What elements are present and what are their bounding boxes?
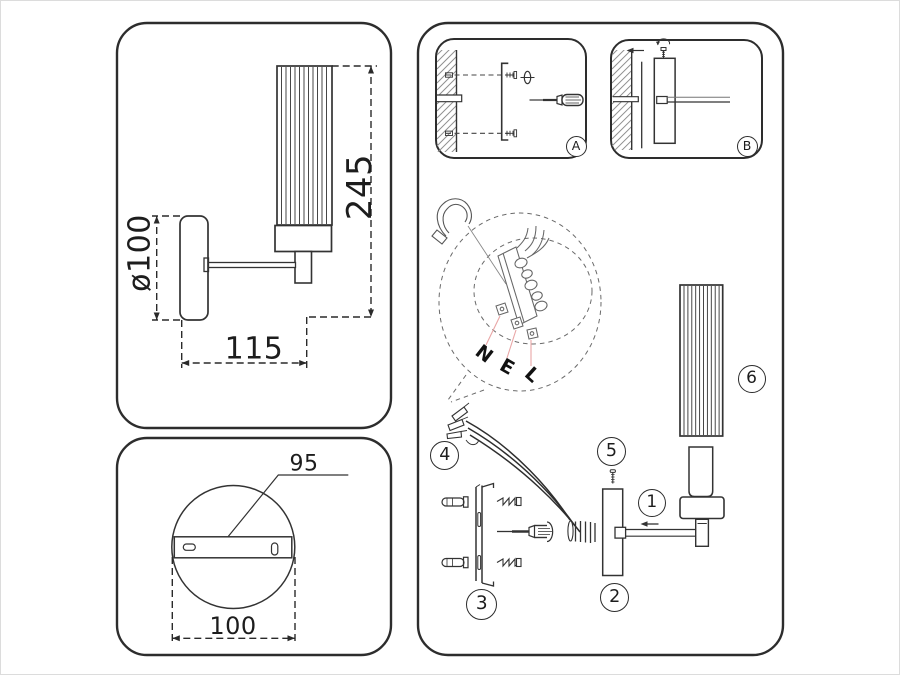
arm (207, 261, 297, 269)
wall-hatching-a (437, 50, 457, 152)
wiring-callout (431, 198, 602, 403)
socket-cylinder (688, 446, 714, 498)
screwdriver (497, 521, 554, 543)
small-screw (609, 469, 616, 484)
alignment-dashes-a (446, 74, 509, 134)
canopy-rear-view (171, 474, 349, 610)
step-b-drawing (612, 38, 730, 150)
base-view-dimension-lines (171, 557, 296, 643)
part-6-badge: 6 (737, 364, 766, 393)
dim-diameter-label: ø100 (122, 214, 158, 292)
part-5-badge: 5 (597, 436, 626, 466)
part-1-badge: 1 (637, 488, 666, 517)
wall-anchors (441, 496, 469, 569)
dim-height-label: 245 (340, 153, 380, 221)
bracket-slot-left (182, 543, 196, 551)
wire-letter-leaders (485, 315, 532, 366)
step-a-drawing (437, 50, 584, 152)
outlet-box-a (437, 94, 463, 103)
ribbed-shade (679, 284, 724, 437)
step-a-badge: A (565, 135, 587, 157)
step-b-badge: B (736, 135, 758, 157)
mounting-screws (496, 496, 522, 568)
terminal-block (495, 225, 550, 340)
shade-ribs (281, 67, 327, 224)
push-arrow-head-b (626, 47, 634, 54)
bracket-and-screws-a (445, 62, 535, 141)
outlet-box-b (613, 96, 639, 103)
part-3-badge: 3 (466, 588, 498, 620)
arm-boss-b (656, 95, 668, 105)
mounting-hardware (441, 482, 554, 587)
install-panel (416, 21, 785, 657)
sconce-side-view (179, 65, 333, 321)
ribbed-shade-lines (683, 286, 720, 435)
side-view-panel (115, 21, 393, 430)
insert-arrow-head (640, 521, 648, 527)
shade-assembly (679, 284, 725, 520)
base-view-panel (115, 436, 393, 657)
bracket-leader-line (227, 474, 349, 538)
dim-base-label: 100 (209, 612, 257, 640)
top-screw-b (655, 38, 671, 59)
callout-inner-circle (473, 237, 593, 345)
mounting-bracket-front (173, 536, 293, 559)
base-plate-assembly (601, 469, 710, 577)
part-4-badge: 4 (430, 441, 460, 471)
mounting-bracket-side (475, 482, 495, 587)
base-view-dimension-arrows (172, 635, 295, 642)
side-view-dimension-arrows (153, 66, 374, 366)
canopy-circle (171, 484, 296, 610)
wire-harness (446, 402, 596, 543)
shade-outline (276, 65, 333, 226)
ground-wire-hook (431, 198, 472, 245)
dim-bracket-label: 95 (289, 451, 319, 477)
callout-tail (447, 374, 485, 403)
dim-depth-label: 115 (224, 331, 284, 367)
screwdriver-a (529, 93, 584, 107)
bracket-slot-right (270, 542, 279, 556)
coil-connector (567, 520, 596, 543)
callout-bubble (438, 212, 602, 392)
stem-block (294, 250, 313, 284)
arm-boss (614, 526, 627, 539)
side-view-dimension-lines (152, 65, 377, 368)
wall-hatching-b (612, 50, 632, 150)
shade-holder-block (679, 496, 725, 520)
step-a-panel (435, 38, 587, 159)
harness-wires (465, 420, 581, 533)
step-b-panel (610, 39, 763, 159)
spade-connectors (446, 402, 479, 446)
shade-holder (274, 224, 333, 253)
part-2-badge: 2 (600, 582, 630, 612)
hook-leader-line (467, 225, 507, 285)
panel-frames (115, 21, 785, 657)
